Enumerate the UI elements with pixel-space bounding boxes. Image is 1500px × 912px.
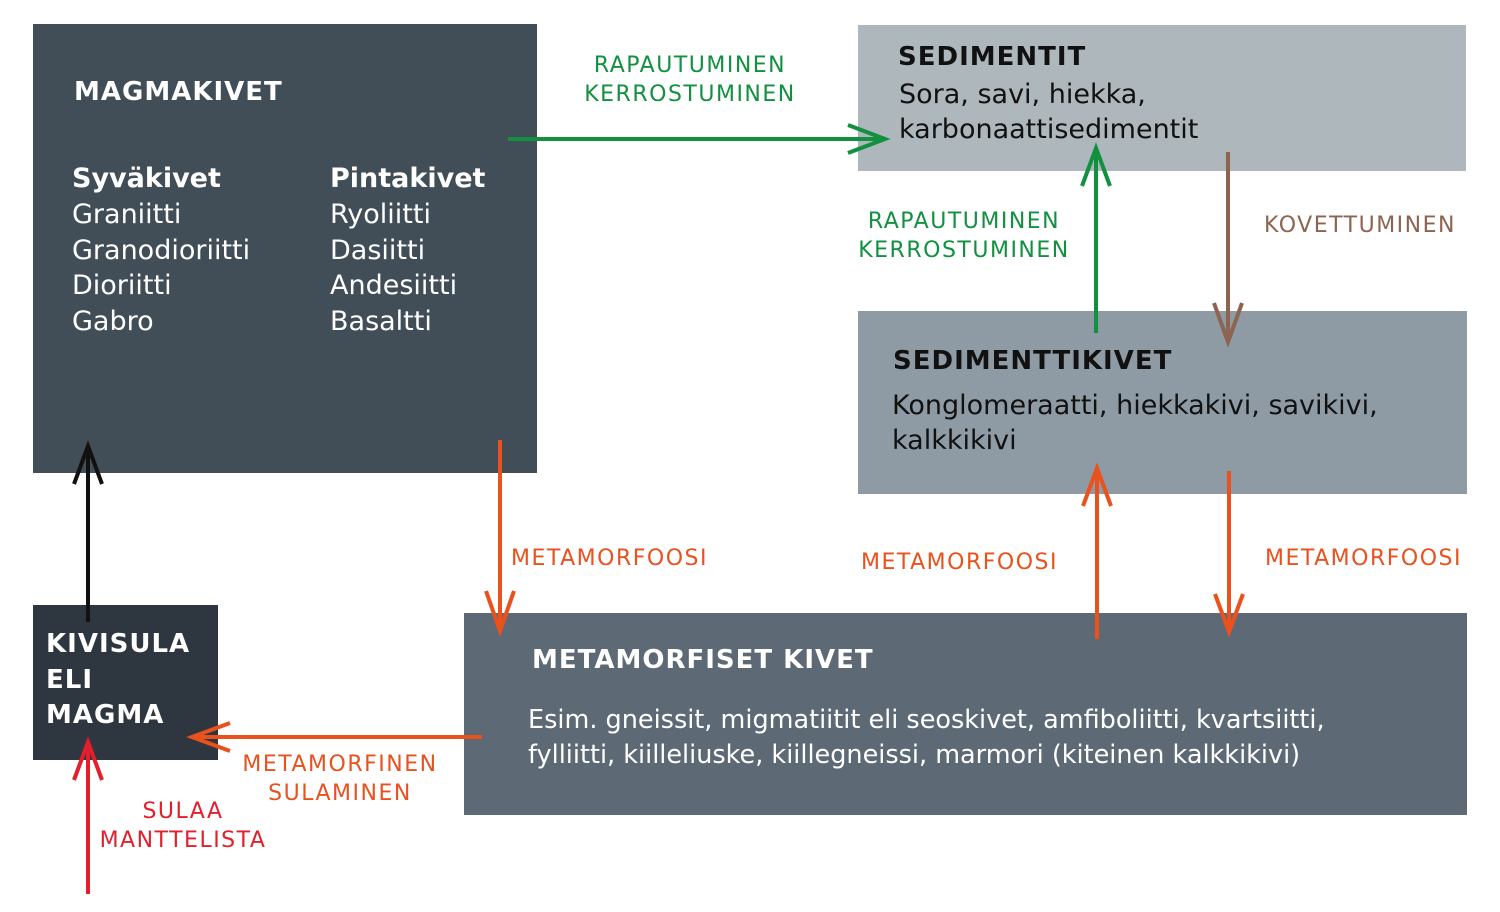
arrow-weathering-top <box>508 123 891 155</box>
sedimenttikivet-line2: kalkkikivi <box>892 425 1017 456</box>
kivisula-line: MAGMA <box>46 700 165 730</box>
sedimentit-line1: Sora, savi, hiekka, <box>899 79 1146 110</box>
rock-item: Gabro <box>72 305 154 337</box>
label-line: RAPAUTUMINEN <box>867 209 1061 234</box>
rock-item: Dasiitti <box>330 234 426 266</box>
deep-rocks-list: Graniitti Granodioriitti Dioriitti Gabro <box>72 197 250 339</box>
rock-item: Graniitti <box>72 199 182 230</box>
deep-rocks-heading: Syväkivet <box>72 163 221 194</box>
metamorfiset-box: METAMORFISET KIVET Esim. gneissit, migma… <box>464 613 1467 815</box>
sedimenttikivet-line1: Konglomeraatti, hiekkakivi, savikivi, <box>892 390 1378 421</box>
label-weathering-mid: RAPAUTUMINEN KERROSTUMINEN <box>846 207 1082 265</box>
sedimenttikivet-box: SEDIMENTTIKIVET Konglomeraatti, hiekkaki… <box>858 311 1467 494</box>
arrow-meta-mid <box>1081 462 1113 639</box>
arrow-meta-right <box>1213 471 1245 638</box>
label-line: RAPAUTUMINEN <box>593 53 787 78</box>
sedimentit-title: SEDIMENTIT <box>898 42 1087 72</box>
arrow-meta-left <box>484 440 516 638</box>
label-line: SULAA <box>142 799 224 824</box>
arrow-weathering-mid <box>1080 142 1112 333</box>
sedimentit-box: SEDIMENTIT Sora, savi, hiekka, karbonaat… <box>858 25 1466 171</box>
rock-item: Basaltti <box>330 305 432 337</box>
arrow-mantle <box>72 736 104 894</box>
kivisula-title: KIVISULA ELI MAGMA <box>46 627 190 734</box>
label-line: KERROSTUMINEN <box>584 82 796 107</box>
label-line: SULAMINEN <box>268 781 412 806</box>
label-hardening: KOVETTUMINEN <box>1264 213 1456 238</box>
kivisula-box: KIVISULA ELI MAGMA <box>33 605 218 760</box>
surface-rocks-list: Ryoliitti Dasiitti Andesiitti Basaltti <box>330 197 457 339</box>
sedimenttikivet-title: SEDIMENTTIKIVET <box>893 346 1173 376</box>
magmakivet-title: MAGMAKIVET <box>74 77 283 107</box>
arrow-crystallization <box>72 440 104 622</box>
rock-item: Ryoliitti <box>330 199 431 230</box>
metamorfiset-line1: Esim. gneissit, migmatiitit eli seoskive… <box>528 705 1325 735</box>
label-meta-left: METAMORFOOSI <box>511 546 708 571</box>
magmakivet-box: MAGMAKIVET Syväkivet Graniitti Granodior… <box>33 24 537 473</box>
metamorfiset-title: METAMORFISET KIVET <box>532 645 874 675</box>
label-line: MANTTELISTA <box>99 828 267 853</box>
label-line: METAMORFINEN <box>242 752 438 777</box>
rock-item: Granodioriitti <box>72 234 251 266</box>
kivisula-line: ELI <box>46 664 94 695</box>
kivisula-line: KIVISULA <box>46 629 191 659</box>
surface-rocks-heading: Pintakivet <box>330 163 486 194</box>
label-meta-right: METAMORFOOSI <box>1265 546 1462 571</box>
rock-item: Andesiitti <box>330 270 458 301</box>
label-melting: METAMORFINEN SULAMINEN <box>230 750 450 808</box>
arrow-melting <box>186 721 482 753</box>
arrow-hardening <box>1212 152 1244 348</box>
label-meta-mid: METAMORFOOSI <box>861 550 1058 575</box>
label-weathering-top: RAPAUTUMINEN KERROSTUMINEN <box>572 51 808 109</box>
label-line: KERROSTUMINEN <box>858 238 1070 263</box>
metamorfiset-line2: fylliitti, kiilleliuske, kiillegneissi, … <box>528 740 1301 770</box>
rock-item: Dioriitti <box>72 270 172 301</box>
label-mantle: SULAA MANTTELISTA <box>88 797 278 855</box>
sedimentit-line2: karbonaattisedimentit <box>899 114 1199 145</box>
